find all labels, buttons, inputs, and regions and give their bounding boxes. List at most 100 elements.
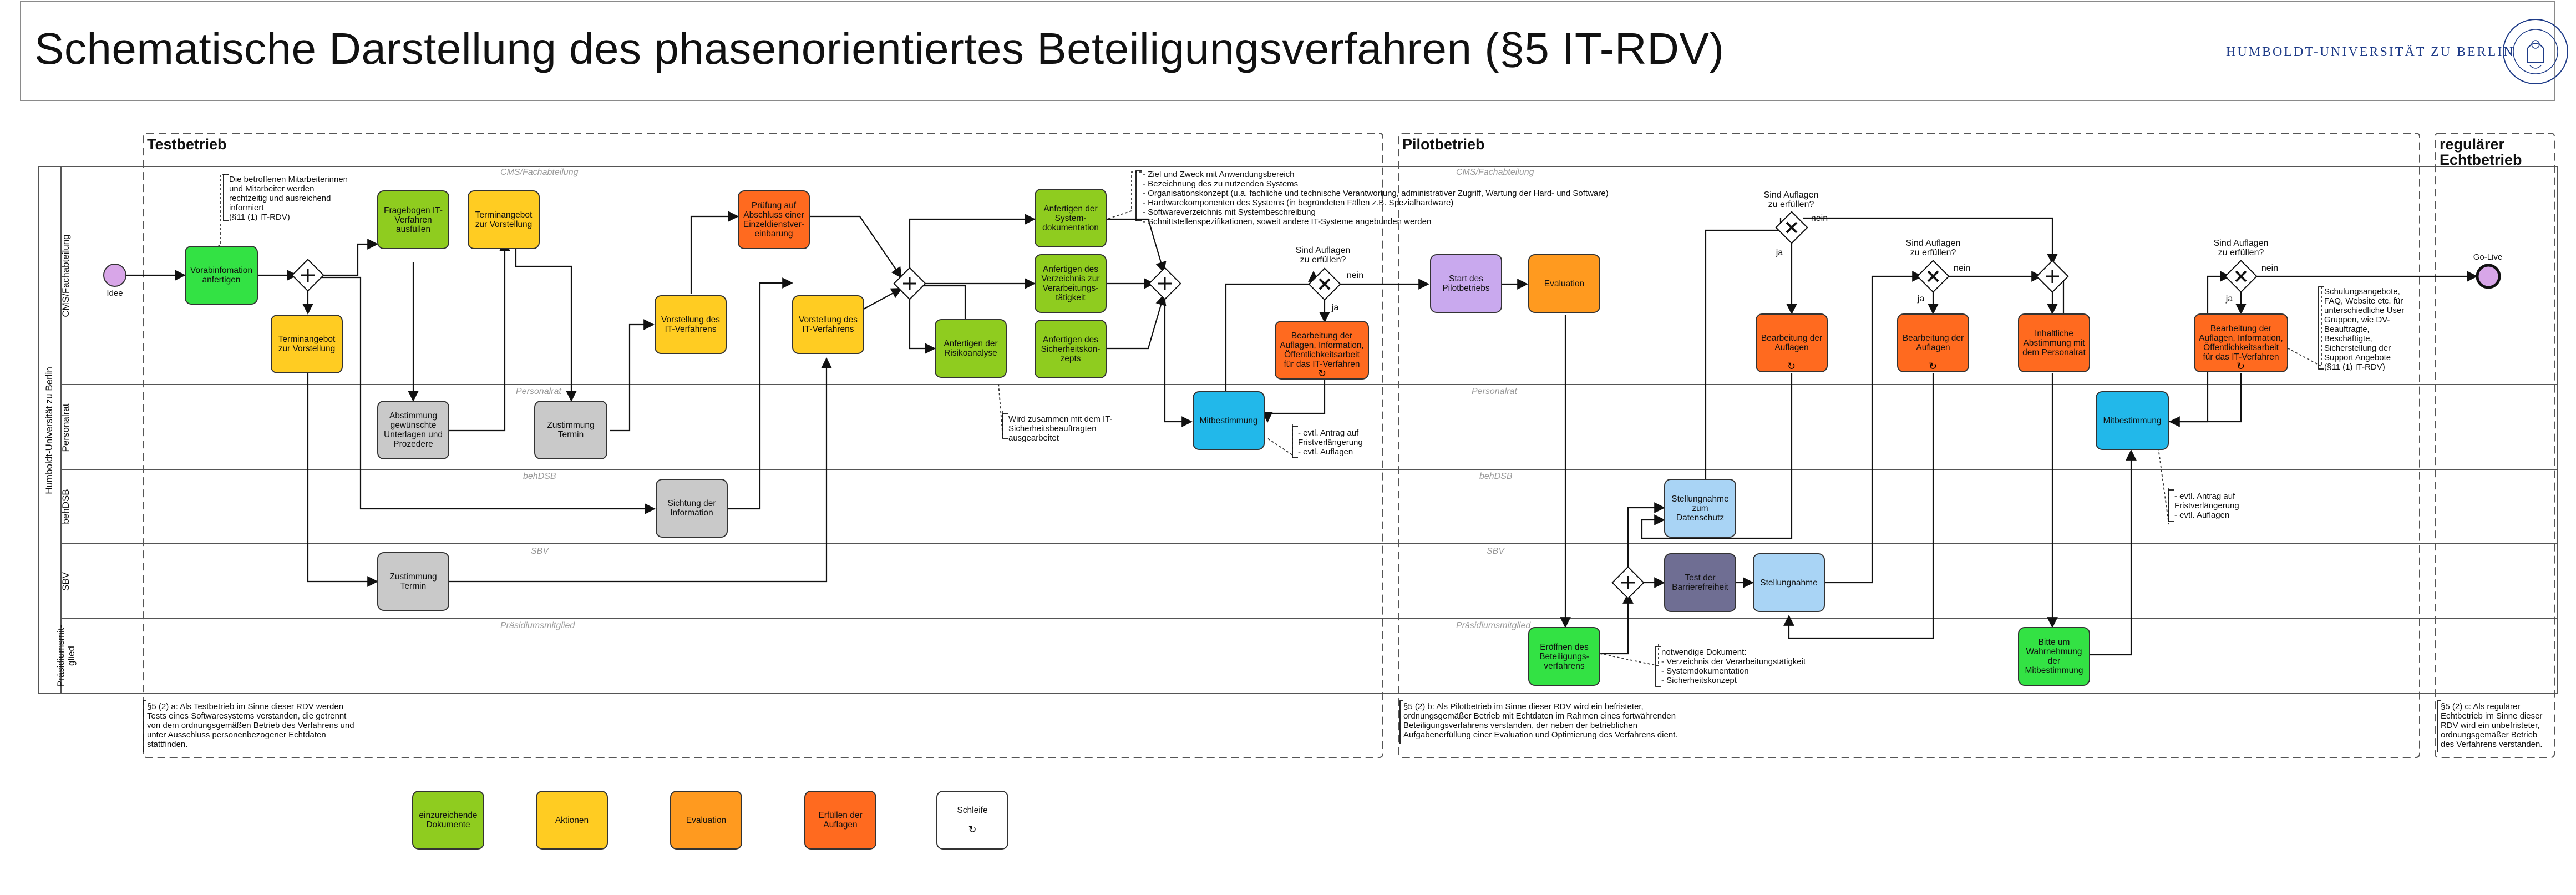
note-def-test: §5 (2) a: Als Testbetrieb im Sinne diese…	[147, 702, 354, 749]
gateway-no-label: nein	[1346, 271, 1364, 280]
flow	[909, 295, 936, 354]
flow	[1803, 217, 2058, 265]
task-terminangebot-top[interactable]: Terminangebot zur Vorstellung	[468, 190, 540, 249]
flow	[448, 357, 832, 583]
task-stellungnahme-ds[interactable]: Stellungnahme zum Datenschutz	[1664, 479, 1736, 538]
title-box: Schematische Darstellung des phasenorien…	[20, 1, 2568, 101]
ghost-label: CMS/Fachabteilung	[1456, 168, 1534, 177]
loop-icon: ↻	[1929, 361, 1938, 372]
ghost-label: CMS/Fachabteilung	[500, 168, 579, 177]
task-mitbestimmung2[interactable]: Mitbestimmung	[2096, 391, 2169, 450]
task-bearbeitung-p1[interactable]: Bearbeitung der Auflagen	[1756, 313, 1828, 372]
flow	[1262, 380, 1326, 423]
flow	[1627, 502, 1665, 572]
task-sicherheit[interactable]: Anfertigen des Sicherheitskon-zepts	[1035, 320, 1107, 378]
task-stellungnahme-sbv[interactable]: Stellungnahme	[1753, 553, 1825, 612]
task-risiko[interactable]: Anfertigen der Risikoanalyse	[935, 319, 1007, 378]
task-zustimmung-sbv[interactable]: Zustimmung Termin	[377, 552, 449, 611]
note-frist2: - evtl. Antrag auf Fristverlängerung - e…	[2174, 492, 2239, 520]
loop-icon: ↻	[968, 824, 977, 835]
task-terminangebot-left[interactable]: Terminangebot zur Vorstellung	[271, 315, 343, 373]
loop-icon: ↻	[1787, 361, 1796, 372]
flow	[448, 240, 510, 432]
gateway-yes-label: ja	[1331, 303, 1339, 312]
task-systemdoku[interactable]: Anfertigen der System-dokumentation	[1035, 189, 1107, 247]
task-start-pilot[interactable]: Start des Pilotbetriebs	[1430, 254, 1502, 313]
lane-label-praesidium: Präsidiumsmit- glied	[55, 624, 77, 687]
start-event-label: Idee	[107, 289, 123, 298]
legend-auflagen: Erfüllen der Auflagen	[804, 791, 876, 850]
flow	[1641, 373, 1793, 539]
gateway-no-label: nein	[2261, 264, 2279, 273]
ghost-label: Personalrat	[1472, 387, 1517, 396]
gateway-question: Sind Auflagen zu erfüllen?	[2213, 239, 2269, 257]
annotation-brackets	[143, 170, 2441, 752]
task-sichtung[interactable]: Sichtung der Information	[656, 479, 728, 538]
legend-docs: einzureichende Dokumente	[412, 791, 484, 850]
task-bearbeitung-test[interactable]: Bearbeitung der Auflagen, Information, Ö…	[1275, 321, 1369, 380]
note-dokumente: notwendige Dokument: - Verzeichnis der V…	[1661, 648, 1806, 685]
task-verzeichnis[interactable]: Anfertigen des Verzeichnis zur Verarbeit…	[1035, 254, 1107, 313]
exclusive-gateway	[1308, 267, 1341, 301]
gateway-yes-label: ja	[1917, 294, 1925, 304]
flow	[1600, 593, 1634, 655]
task-vorstellung2[interactable]: Vorstellung des IT-Verfahrens	[792, 295, 864, 354]
task-bearbeitung-reg[interactable]: Bearbeitung der Auflagen, Information, Ö…	[2194, 313, 2288, 372]
flow	[515, 241, 577, 402]
task-bearbeitung-p2[interactable]: Bearbeitung der Auflagen	[1897, 313, 1969, 372]
ghost-label: behDSB	[1479, 472, 1513, 481]
ghost-label: Präsidiumsmitglied	[1456, 621, 1531, 630]
note-frist1: - evtl. Antrag auf Fristverlängerung - e…	[1298, 428, 1363, 457]
task-abstimmung[interactable]: Abstimmung gewünschte Unterlagen und Pro…	[377, 401, 449, 459]
task-bitte[interactable]: Bitte um Wahrnehmung der Mitbestimmung	[2018, 627, 2090, 686]
phase-label-pilot: Pilotbetrieb	[1402, 136, 1485, 153]
ghost-label: SBV	[531, 547, 549, 556]
flow	[1783, 373, 1934, 639]
university-name: HUMBOLDT-UNIVERSITÄT ZU BERLIN	[2226, 45, 2515, 59]
flow	[2088, 449, 2137, 656]
task-mitbestimmung1[interactable]: Mitbestimmung	[1193, 391, 1265, 450]
end-event-label: Go-Live	[2473, 252, 2503, 262]
exclusive-gateway	[1916, 260, 1950, 293]
task-evaluation[interactable]: Evaluation	[1528, 254, 1600, 313]
pool-label: Humboldt-Universität zu Berlin	[44, 367, 54, 494]
parallel-gateway	[1148, 267, 1181, 300]
gateway-yes-label: ja	[1776, 248, 1783, 257]
phase-groups	[143, 133, 2555, 758]
task-vorabinfo[interactable]: Vorabinfomation anfertigen	[185, 246, 258, 305]
flow	[610, 319, 655, 432]
flow	[1107, 218, 1167, 273]
note-ziel: - Ziel und Zweck mit Anwendungsbereich -…	[1143, 170, 1609, 226]
note-betroffene: Die betroffenen Mitarbeiterinnen und Mit…	[229, 175, 348, 222]
lane-label-behdsb: behDSB	[60, 489, 71, 524]
flow	[727, 277, 793, 510]
task-pruefung[interactable]: Prüfung auf Abschluss einer Einzeldienst…	[738, 190, 810, 249]
task-vorstellung1[interactable]: Vorstellung des IT-Verfahrens	[655, 295, 727, 354]
university-seal-icon	[2503, 19, 2568, 84]
task-barrierefrei[interactable]: Test der Barrierefreiheit	[1664, 553, 1736, 612]
flow	[319, 239, 378, 276]
flow	[1164, 295, 1193, 427]
gateway-yes-label: ja	[2225, 294, 2233, 304]
loop-icon: ↻	[2237, 361, 2245, 372]
parallel-gateway	[1611, 566, 1645, 599]
task-zustimmung-pr[interactable]: Zustimmung Termin	[534, 401, 607, 459]
legend-evaluation: Evaluation	[670, 791, 742, 850]
flow	[1107, 294, 1167, 350]
flow	[909, 214, 1036, 272]
gateway-no-label: nein	[1953, 264, 1971, 273]
flow	[1225, 271, 1319, 391]
task-inhaltlich[interactable]: Inhaltliche Abstimmung mit dem Personalr…	[2018, 313, 2090, 372]
parallel-gateway	[2036, 260, 2069, 293]
parallel-gateway	[893, 267, 926, 300]
task-eroeffnen[interactable]: Eröffnen des Beteiligungs-verfahrens	[1528, 627, 1600, 686]
lane-label-personalrat: Personalrat	[60, 403, 71, 452]
lane-label-sbv: SBV	[60, 572, 71, 591]
ghost-label: Präsidiumsmitglied	[500, 621, 575, 630]
note-def-pilot: §5 (2) b: Als Pilotbetrieb im Sinne dies…	[1403, 702, 1678, 740]
flow	[2169, 373, 2242, 427]
phase-label-regular: regulärer Echtbetrieb	[2440, 136, 2522, 168]
gateway-question: Sind Auflagen zu erfüllen?	[1905, 239, 1961, 257]
task-fragebogen[interactable]: Fragebogen IT-Verfahren ausfüllen	[377, 190, 449, 249]
flow	[690, 211, 739, 294]
